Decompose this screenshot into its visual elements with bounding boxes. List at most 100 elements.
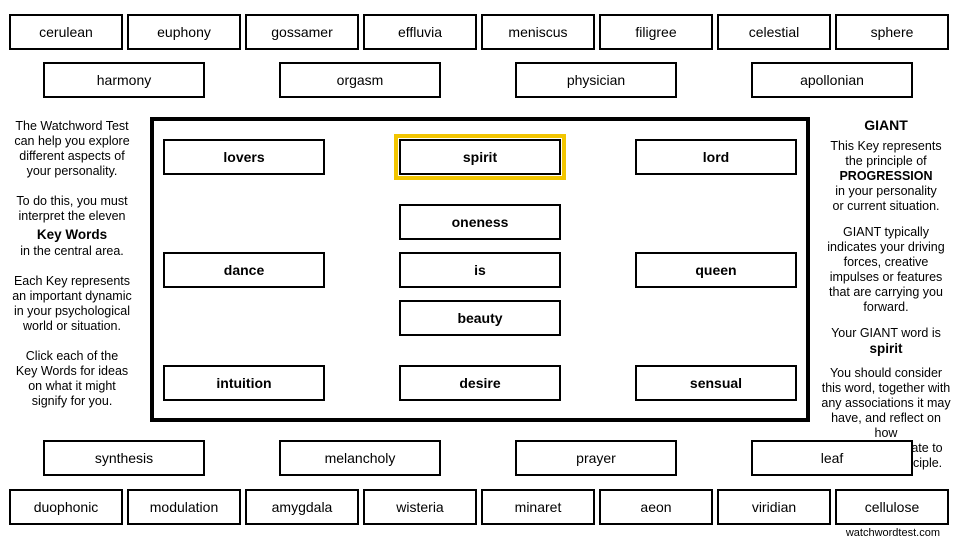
- key-word-label: lord: [702, 149, 730, 165]
- word-box-row2-2[interactable]: orgasm: [279, 62, 441, 98]
- key-word-sensual[interactable]: sensual: [635, 365, 797, 401]
- key-word-oneness[interactable]: oneness: [399, 204, 561, 240]
- word-label: apollonian: [800, 72, 864, 88]
- key-word-label: dance: [223, 262, 265, 278]
- instruction-line: different aspects of: [19, 149, 125, 163]
- instruction-line: in your psychological: [13, 304, 131, 318]
- key-word-label: desire: [459, 375, 501, 391]
- key-word-label: beauty: [457, 310, 503, 326]
- word-box-top-6[interactable]: filigree: [599, 14, 713, 50]
- key-word-spirit[interactable]: spirit: [399, 139, 561, 175]
- word-label: effluvia: [397, 24, 443, 40]
- description-line: or current situation.: [832, 199, 940, 213]
- instruction-line: Key Words for ideas: [15, 364, 129, 378]
- instruction-line: signify for you.: [31, 394, 113, 408]
- description-line: GIANT typically: [843, 225, 929, 239]
- key-word-label: sensual: [689, 375, 743, 391]
- word-box-row3-1[interactable]: synthesis: [43, 440, 205, 476]
- word-box-row2-3[interactable]: physician: [515, 62, 677, 98]
- word-box-row3-2[interactable]: melancholy: [279, 440, 441, 476]
- word-label: meniscus: [508, 24, 568, 40]
- key-word-label: oneness: [451, 214, 509, 230]
- word-label: prayer: [576, 450, 616, 466]
- right-description: GIANT This Key represents the principle …: [818, 118, 954, 471]
- word-box-bottom-5[interactable]: minaret: [481, 489, 595, 525]
- word-box-bottom-4[interactable]: wisteria: [363, 489, 477, 525]
- key-word-is[interactable]: is: [399, 252, 561, 288]
- word-box-row2-1[interactable]: harmony: [43, 62, 205, 98]
- key-word-queen[interactable]: queen: [635, 252, 797, 288]
- key-word-label: is: [474, 262, 486, 278]
- word-box-bottom-3[interactable]: amygdala: [245, 489, 359, 525]
- word-box-bottom-2[interactable]: modulation: [127, 489, 241, 525]
- word-box-top-7[interactable]: celestial: [717, 14, 831, 50]
- word-box-top-4[interactable]: effluvia: [363, 14, 477, 50]
- word-label: leaf: [820, 450, 844, 466]
- word-label: physician: [566, 72, 626, 88]
- left-instructions: The Watchword Test can help you explore …: [6, 119, 138, 409]
- key-word-desire[interactable]: desire: [399, 365, 561, 401]
- instruction-line: Each Key represents: [13, 274, 131, 288]
- selected-key-highlight: [394, 134, 566, 180]
- word-label: modulation: [149, 499, 219, 515]
- key-word-beauty[interactable]: beauty: [399, 300, 561, 336]
- word-box-top-3[interactable]: gossamer: [245, 14, 359, 50]
- instruction-line: in the central area.: [20, 244, 124, 258]
- instruction-line: an important dynamic: [12, 289, 132, 303]
- description-line: indicates your driving: [827, 240, 945, 254]
- key-word-lovers[interactable]: lovers: [163, 139, 325, 175]
- central-area: [150, 117, 810, 422]
- key-title: GIANT: [864, 117, 908, 133]
- site-url[interactable]: watchwordtest.com: [845, 527, 940, 539]
- principle-name: PROGRESSION: [839, 169, 933, 183]
- key-word-label: lovers: [223, 149, 265, 165]
- key-word-label: intuition: [216, 375, 272, 391]
- word-label: aeon: [640, 499, 672, 515]
- description-line: forces, creative: [843, 255, 929, 269]
- word-box-top-8[interactable]: sphere: [835, 14, 949, 50]
- word-label: minaret: [514, 499, 562, 515]
- description-line: impulses or features: [829, 270, 943, 284]
- description-line: the principle of: [845, 154, 927, 168]
- description-line: Your GIANT word is: [831, 326, 941, 340]
- word-label: amygdala: [271, 499, 333, 515]
- key-word-label: spirit: [462, 149, 498, 165]
- word-box-bottom-7[interactable]: viridian: [717, 489, 831, 525]
- description-line: You should consider: [829, 366, 943, 380]
- key-words-label: Key Words: [36, 227, 108, 242]
- instruction-line: world or situation.: [23, 319, 121, 333]
- word-box-top-1[interactable]: cerulean: [9, 14, 123, 50]
- word-label: euphony: [157, 24, 211, 40]
- instruction-line: on what it might: [28, 379, 116, 393]
- word-box-top-5[interactable]: meniscus: [481, 14, 595, 50]
- word-box-bottom-1[interactable]: duophonic: [9, 489, 123, 525]
- word-box-row3-3[interactable]: prayer: [515, 440, 677, 476]
- description-line: have, and reflect on how: [831, 411, 941, 440]
- word-label: harmony: [96, 72, 152, 88]
- word-box-row3-4[interactable]: leaf: [751, 440, 913, 476]
- description-line: forward.: [863, 300, 909, 314]
- instruction-line: interpret the eleven: [18, 209, 126, 223]
- word-label: orgasm: [336, 72, 384, 88]
- key-word-dance[interactable]: dance: [163, 252, 325, 288]
- instruction-line: Click each of the: [25, 349, 119, 363]
- instruction-line: your personality.: [26, 164, 118, 178]
- word-box-bottom-8[interactable]: cellulose: [835, 489, 949, 525]
- word-box-top-2[interactable]: euphony: [127, 14, 241, 50]
- instruction-line: To do this, you must: [16, 194, 128, 208]
- description-line: that are carrying you: [829, 285, 943, 299]
- key-word-label: queen: [695, 262, 737, 278]
- word-label: filigree: [635, 24, 677, 40]
- word-label: viridian: [751, 499, 797, 515]
- word-label: cellulose: [864, 499, 920, 515]
- description-line: this word, together with: [821, 381, 951, 395]
- word-label: wisteria: [396, 499, 444, 515]
- word-box-bottom-6[interactable]: aeon: [599, 489, 713, 525]
- word-box-row2-4[interactable]: apollonian: [751, 62, 913, 98]
- word-label: duophonic: [33, 499, 99, 515]
- instruction-line: can help you explore: [14, 134, 130, 148]
- description-line: in your personality: [835, 184, 937, 198]
- word-label: celestial: [748, 24, 800, 40]
- key-word-lord[interactable]: lord: [635, 139, 797, 175]
- key-word-intuition[interactable]: intuition: [163, 365, 325, 401]
